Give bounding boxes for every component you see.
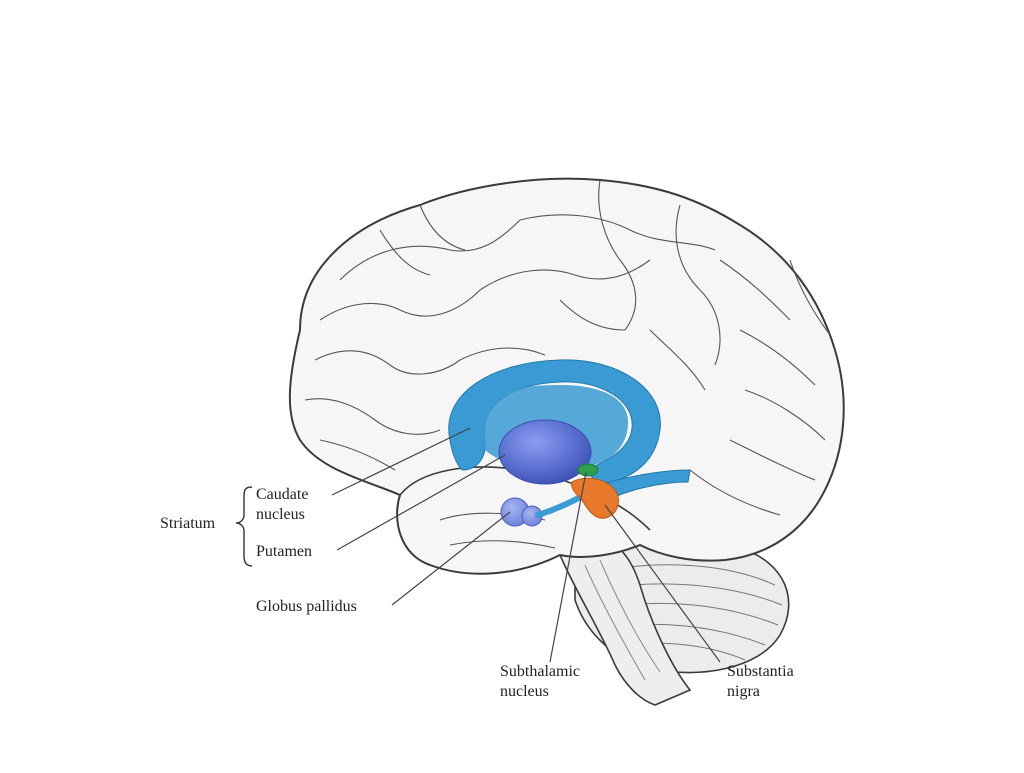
label-caudate-line2: nucleus [256, 506, 305, 523]
putamen-shape [470, 385, 629, 485]
caudate-nucleus-shape [448, 359, 691, 499]
subthalamic-leader-line [549, 471, 587, 663]
label-subthalamic-line1: Subthalamic [500, 663, 580, 680]
leader-lines [331, 427, 721, 663]
label-putamen: Putamen [256, 543, 312, 560]
label-striatum: Striatum [160, 515, 216, 532]
label-substantia-line1: Substantia [727, 663, 794, 680]
subthalamic-nucleus-shape [577, 463, 599, 477]
label-caudate-line1: Caudate [256, 486, 309, 503]
caudate-leader-line [331, 427, 471, 496]
label-substantia-line2: nigra [727, 683, 760, 700]
brainstem [558, 539, 692, 706]
substantia-nigra-leader-line [604, 504, 721, 663]
putamen-leader-line [336, 454, 506, 551]
striatum-brace [235, 486, 253, 567]
globus-pallidus-leader-line [391, 511, 511, 606]
label-globus-pallidus: Globus pallidus [256, 598, 357, 615]
label-subthalamic-line2: nucleus [500, 683, 549, 700]
